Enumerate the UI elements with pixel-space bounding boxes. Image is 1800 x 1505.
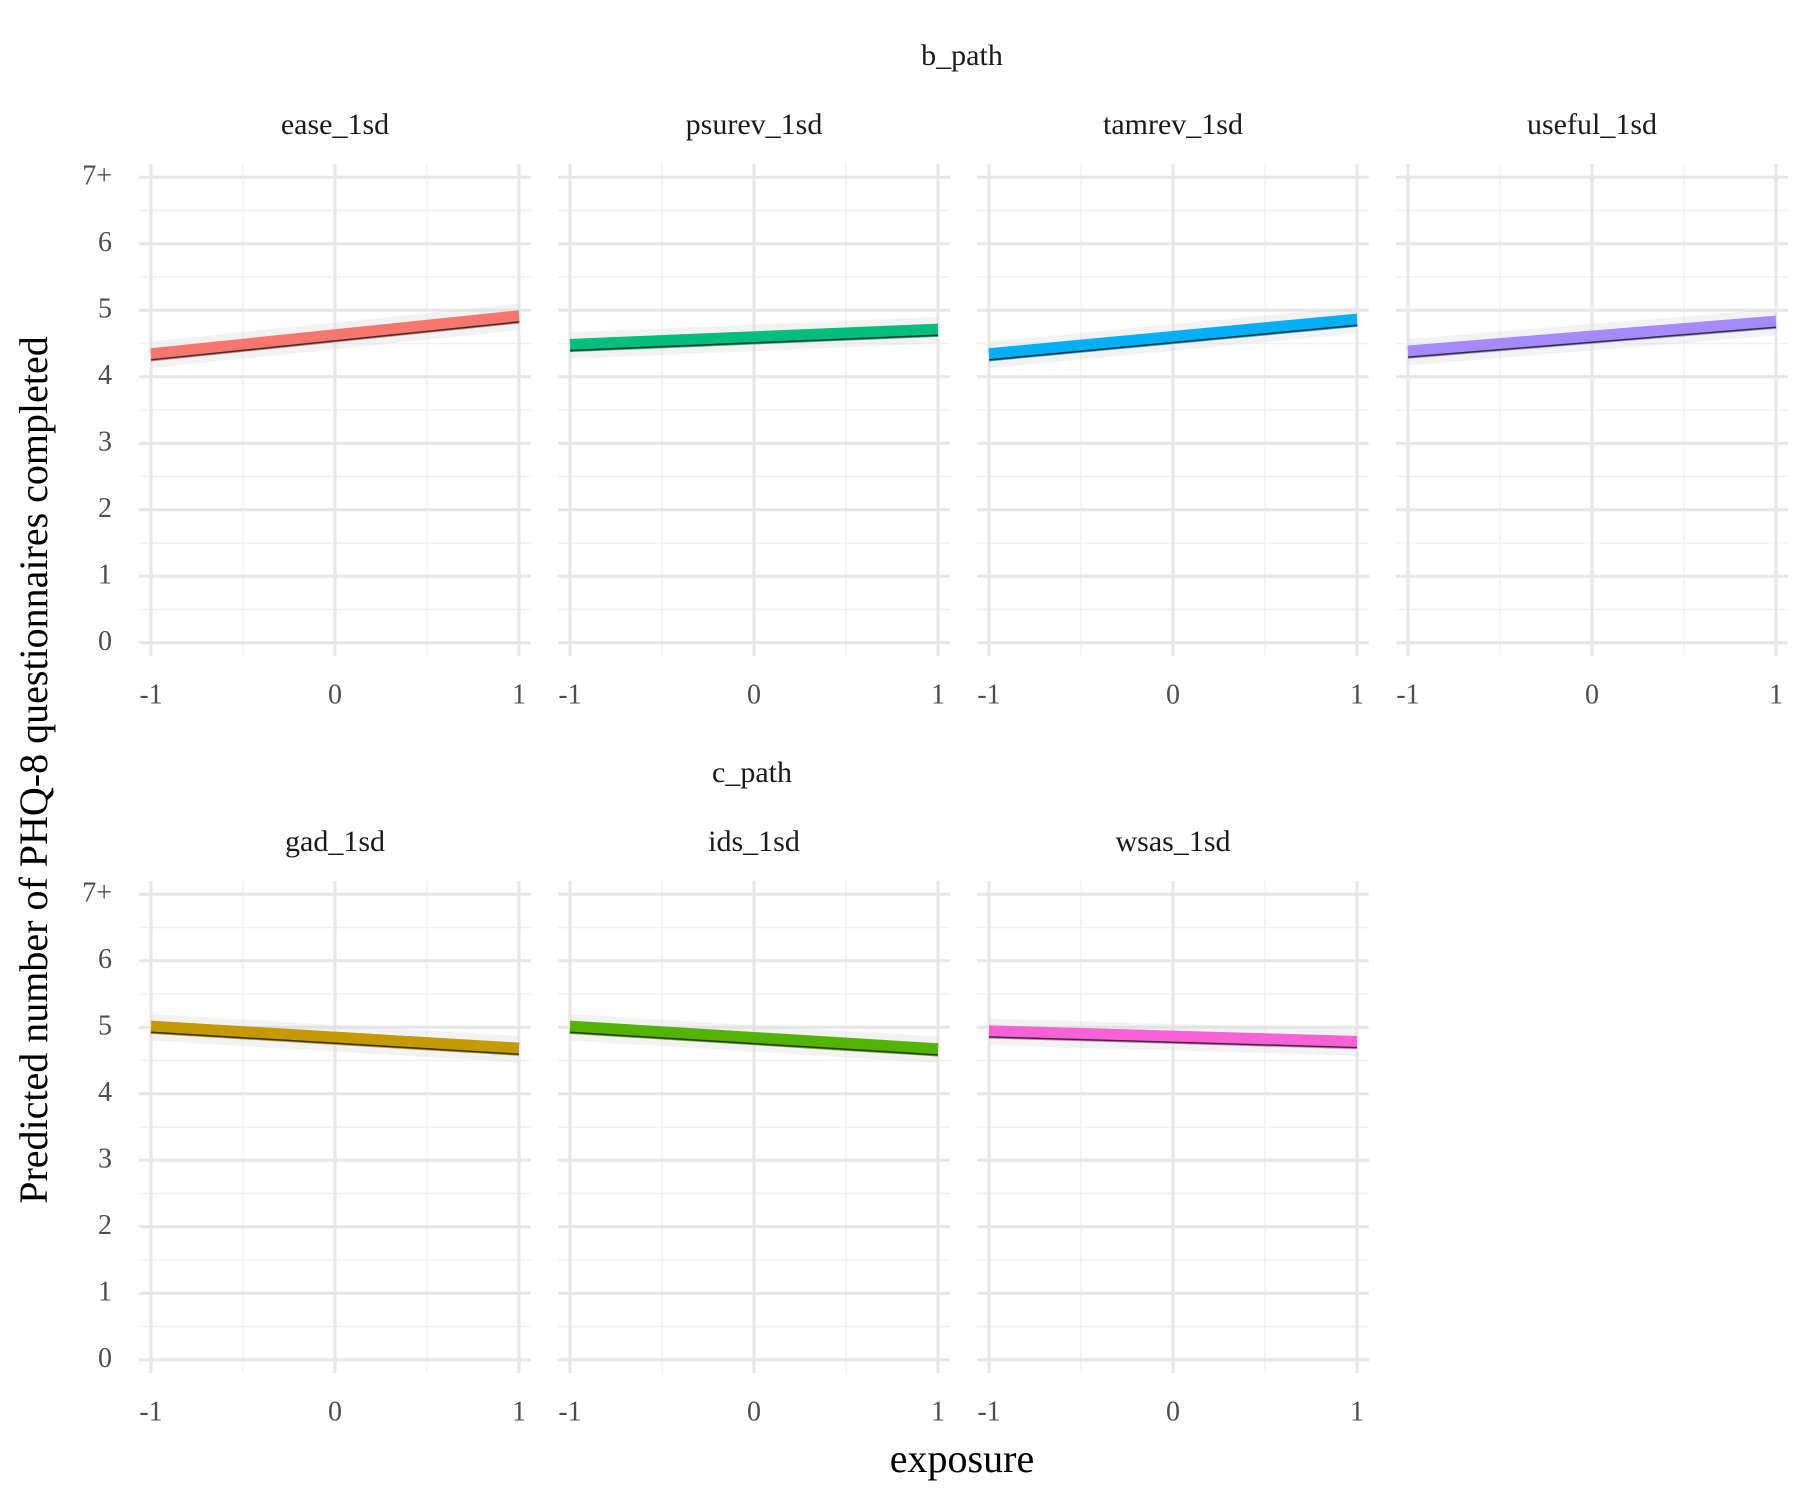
- series-line-psurev_1sd: [569, 323, 939, 353]
- y-tick-label: 5: [98, 1011, 112, 1042]
- x-tick-label: 1: [931, 1396, 945, 1427]
- y-tick-label: 3: [98, 427, 112, 458]
- group-label-b_path: b_path: [921, 39, 1003, 72]
- y-tick-label: 1: [98, 560, 112, 591]
- series-line-gad_1sd: [150, 1020, 520, 1056]
- x-tick-label: 0: [1166, 679, 1180, 710]
- panel-title-psurev_1sd: psurev_1sd: [686, 108, 823, 141]
- series-line-tamrev_1sd: [988, 313, 1358, 362]
- series-line-edge: [150, 321, 520, 361]
- x-tick-label: 0: [328, 1396, 342, 1427]
- y-tick-label: 1: [98, 1277, 112, 1308]
- panel-title-ease_1sd: ease_1sd: [281, 108, 389, 141]
- y-tick-label: 6: [98, 227, 112, 258]
- series-line-edge: [150, 1031, 520, 1055]
- group-label-c_path: c_path: [712, 756, 792, 789]
- x-tick-label: 0: [1585, 679, 1599, 710]
- x-tick-label: 1: [1769, 679, 1783, 710]
- series-line-edge: [569, 1031, 939, 1056]
- y-tick-label: 7+: [82, 878, 112, 909]
- x-tick-label: 0: [747, 679, 761, 710]
- x-axis-title: exposure: [890, 1436, 1034, 1481]
- x-tick-label: 1: [931, 679, 945, 710]
- x-tick-label: -1: [1396, 679, 1419, 710]
- series-line-edge: [1407, 326, 1777, 358]
- panel-title-useful_1sd: useful_1sd: [1527, 108, 1657, 141]
- x-tick-label: -1: [977, 1396, 1000, 1427]
- y-axis-title: Predicted number of PHQ-8 questionnaires…: [11, 336, 56, 1204]
- y-tick-label: 4: [98, 1077, 112, 1108]
- panel-title-ids_1sd: ids_1sd: [708, 825, 800, 858]
- series-line-wsas_1sd: [988, 1025, 1358, 1050]
- panel-title-gad_1sd: gad_1sd: [285, 825, 385, 858]
- y-tick-label: 0: [98, 626, 112, 657]
- y-tick-label: 6: [98, 944, 112, 975]
- x-tick-label: -1: [139, 679, 162, 710]
- series-line-edge: [988, 324, 1358, 361]
- y-tick-label: 2: [98, 1210, 112, 1241]
- x-tick-label: -1: [558, 679, 581, 710]
- panel-title-tamrev_1sd: tamrev_1sd: [1103, 108, 1243, 141]
- x-tick-label: 1: [1350, 1396, 1364, 1427]
- x-tick-label: -1: [139, 1396, 162, 1427]
- x-tick-label: 1: [512, 679, 526, 710]
- x-tick-label: 1: [512, 1396, 526, 1427]
- y-tick-label: 0: [98, 1343, 112, 1374]
- x-tick-label: -1: [558, 1396, 581, 1427]
- series-line-ease_1sd: [150, 310, 520, 362]
- x-tick-label: 0: [1166, 1396, 1180, 1427]
- y-tick-label: 2: [98, 493, 112, 524]
- x-tick-label: -1: [977, 679, 1000, 710]
- x-tick-label: 0: [328, 679, 342, 710]
- series-line-edge: [988, 1036, 1358, 1049]
- series-line-edge: [569, 334, 939, 352]
- y-tick-label: 7+: [82, 161, 112, 192]
- x-tick-label: 1: [1350, 679, 1364, 710]
- y-tick-label: 3: [98, 1144, 112, 1175]
- y-tick-label: 5: [98, 294, 112, 325]
- series-line-ids_1sd: [569, 1020, 939, 1057]
- panel-title-wsas_1sd: wsas_1sd: [1115, 825, 1230, 858]
- y-tick-label: 4: [98, 360, 112, 391]
- x-tick-label: 0: [747, 1396, 761, 1427]
- series-line-useful_1sd: [1407, 315, 1777, 359]
